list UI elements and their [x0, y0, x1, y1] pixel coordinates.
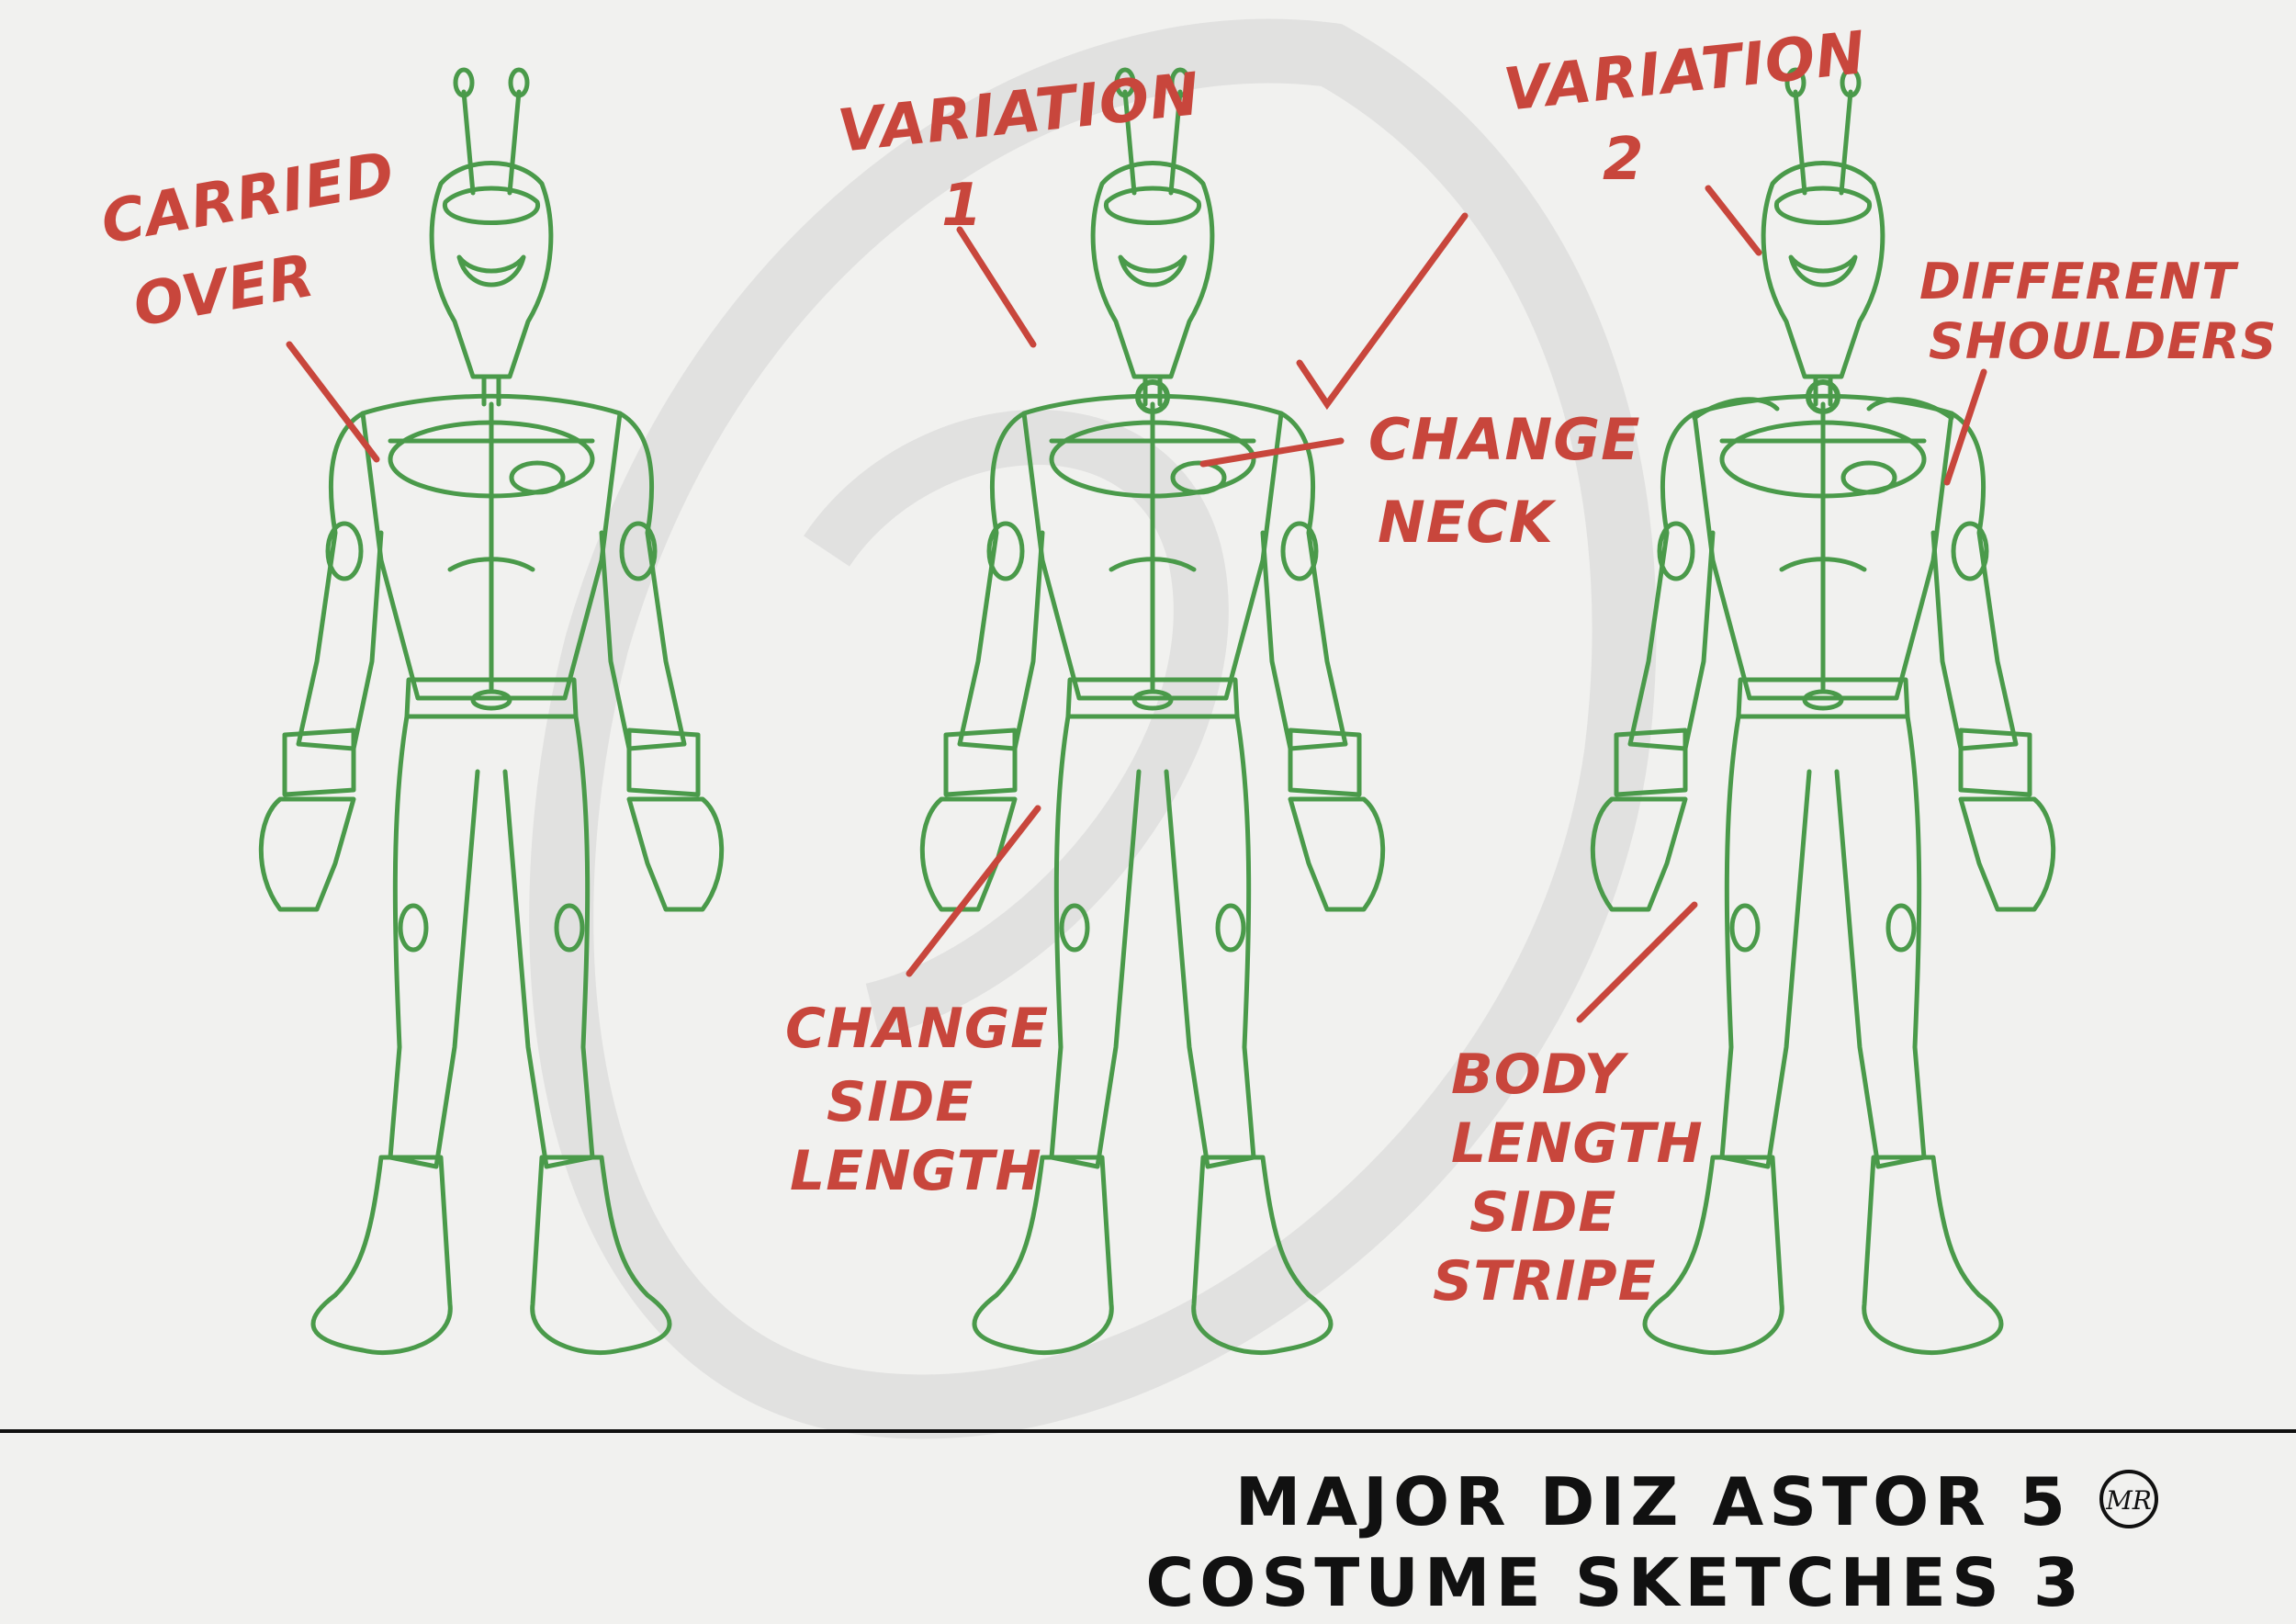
note-change-side-length-line2: SIDE	[827, 1070, 974, 1134]
note-change-side-length-line1: CHANGE	[785, 997, 1049, 1061]
note-body-length-line1: BODY	[1451, 1043, 1629, 1107]
watermark-logo	[529, 18, 1657, 1439]
figure-carried-over	[261, 70, 721, 1353]
artist-signature: MR	[2099, 1470, 2158, 1528]
sheet-title: MAJOR DIZ ASTOR 5 COSTUME SKETCHES 3	[1145, 1463, 2085, 1621]
note-body-length-line3: SIDE	[1469, 1180, 1616, 1245]
note-variation-2-line1: VARIATION	[1501, 19, 1869, 125]
note-change-neck-line2: NECK	[1378, 489, 1557, 556]
note-different-shoulders-line2: SHOULDERS	[1929, 312, 2277, 370]
note-body-length-line2: LENGTH	[1451, 1111, 1704, 1176]
annotation-pointers	[286, 185, 1987, 1023]
note-body-length-line4: STRIPE	[1433, 1249, 1657, 1314]
note-carried-over-line1: CARRIED	[96, 140, 400, 258]
title-line2: COSTUME SKETCHES 3	[1145, 1544, 2085, 1621]
note-variation-2-line2: 2	[1603, 126, 1645, 194]
signature-initials: MR	[2105, 1485, 2152, 1516]
note-different-shoulders-line1: DIFFERENT	[1919, 253, 2239, 310]
note-change-side-length-line3: LENGTH	[790, 1139, 1042, 1203]
figure-variation-1	[922, 70, 1382, 1353]
figure-variation-2	[1593, 70, 2053, 1353]
note-carried-over-line2: OVER	[129, 242, 320, 340]
title-line1: MAJOR DIZ ASTOR 5	[1235, 1463, 2071, 1540]
note-change-neck-line1: CHANGE	[1368, 406, 1641, 473]
note-variation-1-line2: 1	[941, 172, 984, 240]
